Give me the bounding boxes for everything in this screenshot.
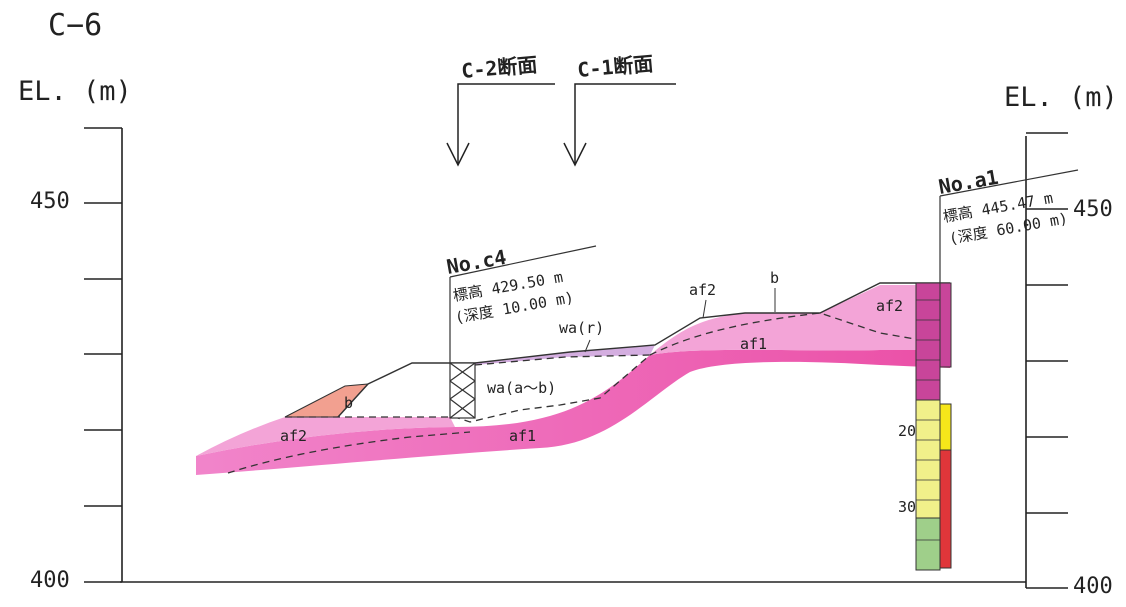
af2-left-layer xyxy=(196,417,455,456)
left-axis-label: EL. (m) xyxy=(18,76,132,107)
section-label-c2: C-2断面 xyxy=(460,52,538,83)
ground-surface xyxy=(337,282,950,418)
right-tick-450: 450 xyxy=(1073,197,1113,222)
axes-frame xyxy=(84,127,1068,589)
figure-title: C−6 xyxy=(48,8,103,43)
borehole-a1-leader xyxy=(939,169,1079,283)
af2-mid-layer xyxy=(650,285,950,355)
borehole-a1-column xyxy=(915,282,952,571)
af1-layer xyxy=(196,349,950,475)
label-af1-right: af1 xyxy=(740,335,767,353)
label-b-mid: b xyxy=(770,269,779,287)
column-bar-yellow xyxy=(939,403,952,451)
label-af1-left: af1 xyxy=(509,427,536,445)
section-label-c1: C-1断面 xyxy=(576,51,654,82)
label-wa-ab: wa(a〜b) xyxy=(487,379,556,397)
wa-r-layer xyxy=(475,345,655,365)
borehole-a1-name: No.a1 xyxy=(937,165,1000,199)
section-arrow-c1 xyxy=(563,83,676,167)
column-bar-red xyxy=(939,449,952,569)
borehole-c4-name: No.c4 xyxy=(445,245,508,279)
section-arrow-c2 xyxy=(446,83,555,167)
right-axis-label: EL. (m) xyxy=(1004,82,1118,113)
b-left-layer xyxy=(284,383,370,418)
label-af2-mid: af2 xyxy=(689,281,716,299)
label-b-left: b xyxy=(344,394,353,412)
label-af2-left: af2 xyxy=(280,427,307,445)
label-af2-right: af2 xyxy=(876,297,903,315)
right-tick-400: 400 xyxy=(1073,574,1113,599)
label-wa-r: wa(r) xyxy=(559,319,604,337)
column-depth-30: 30 xyxy=(898,498,916,516)
borehole-c4 xyxy=(449,245,597,419)
column-depth-20: 20 xyxy=(898,422,916,440)
left-tick-450: 450 xyxy=(30,189,70,214)
left-tick-400: 400 xyxy=(30,568,70,593)
column-hatching xyxy=(916,299,940,541)
